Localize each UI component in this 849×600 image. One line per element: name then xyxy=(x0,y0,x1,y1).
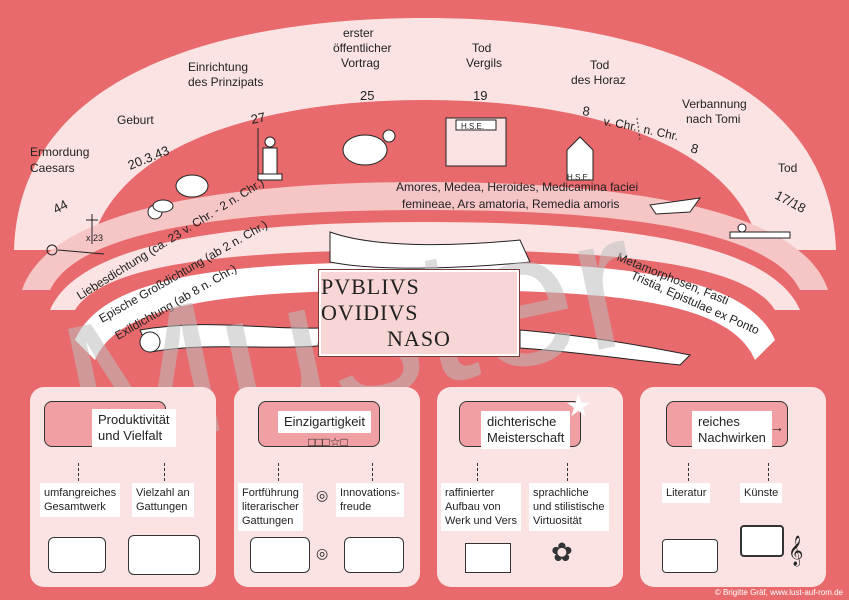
date-8ad: 8 xyxy=(689,140,700,156)
arrow-right-icon: → xyxy=(770,419,784,435)
panel-mastery: ★ dichterische Meisterschaft raffinierte… xyxy=(437,387,623,587)
era-before: v. Chr. xyxy=(602,114,638,134)
svg-text:erster: erster xyxy=(343,26,374,40)
branch-line xyxy=(567,463,568,481)
love-works-1: Amores, Medea, Heroides, Medicamina faci… xyxy=(396,180,638,194)
panel-heading: Produktivität und Vielfalt xyxy=(92,409,176,447)
panel-heading: reiches Nachwirken xyxy=(692,411,772,449)
panel-legacy: reiches Nachwirken → Literatur Künste 𝄞 xyxy=(640,387,826,587)
panel-right-item: sprachliche und stilistische Virtuosität xyxy=(529,483,609,531)
hse-label: H.S.E. xyxy=(461,122,484,131)
boxes-star-icon: □□□☆□ xyxy=(308,435,348,449)
svg-text:des Prinzipats: des Prinzipats xyxy=(188,75,263,89)
flower-icon: ✿ xyxy=(551,537,573,567)
branch-line xyxy=(688,463,689,481)
svg-text:Verbannung: Verbannung xyxy=(682,97,747,111)
tomb-icon: H.S.E. xyxy=(445,117,507,167)
svg-text:Einrichtung: Einrichtung xyxy=(188,60,248,74)
branch-line xyxy=(372,463,373,481)
date-8bc: 8 xyxy=(582,103,591,119)
scroll-roll-icon xyxy=(139,331,161,353)
rings-icon: ◎ xyxy=(316,545,329,561)
panel-left-item: Fortführung literarischer Gattungen xyxy=(238,483,303,531)
event-label-2: Caesars xyxy=(30,161,75,175)
copyright: © Brigitte Gräf, www.lust-auf-rom.de xyxy=(714,588,843,597)
rings-icon: ◎ xyxy=(316,487,329,503)
panel-left-item: umfangreiches Gesamtwerk xyxy=(40,483,121,517)
title-line-1: PVBLIVS OVIDIVS xyxy=(321,274,420,325)
hse-label-2: H.S.E. xyxy=(567,173,590,182)
title-line-2: NASO xyxy=(387,326,451,351)
svg-text:Tod: Tod xyxy=(590,58,609,72)
dagger-caesar-icon: x 23 xyxy=(46,214,105,256)
baby-icon xyxy=(147,199,174,220)
love-works-2: femineae, Ars amatoria, Remedia amoris xyxy=(402,197,619,211)
branch-line xyxy=(477,463,478,481)
title-box: PVBLIVS OVIDIVS NASO xyxy=(318,269,520,357)
picture-frame-icon xyxy=(740,525,784,557)
branch-line xyxy=(278,463,279,481)
svg-text:Tod: Tod xyxy=(472,41,491,55)
event-label: Ermordung xyxy=(30,145,89,159)
svg-text:Vergils: Vergils xyxy=(466,56,502,70)
panel-right-item: Künste xyxy=(740,483,783,503)
band-exile-fill xyxy=(75,262,775,360)
deathbed-icon xyxy=(729,223,791,239)
band-epic-fill xyxy=(50,222,800,310)
panel-left-item: Literatur xyxy=(662,483,711,503)
bricks-icon xyxy=(465,543,511,573)
speech-bubble-icon xyxy=(175,174,209,198)
date-44: 44 xyxy=(50,197,70,217)
x23-label: x 23 xyxy=(86,233,103,243)
speech-bubble-icon xyxy=(342,129,396,166)
scroll-arrow-icon xyxy=(250,537,310,573)
svg-text:Ermordung: Ermordung xyxy=(30,145,89,159)
open-book-icon xyxy=(662,539,718,573)
svg-text:Vortrag: Vortrag xyxy=(341,56,380,70)
pointing-hand-icon xyxy=(649,197,702,215)
panel-uniqueness: Einzigartigkeit □□□☆□ Fortführung litera… xyxy=(234,387,420,587)
augustus-statue-icon xyxy=(257,128,283,181)
panel-right-item: Vielzahl an Gattungen xyxy=(132,483,194,517)
panel-heading: dichterische Meisterschaft xyxy=(481,411,571,449)
broken-columns-icon xyxy=(48,537,106,573)
right-scroll-ribbon xyxy=(519,329,692,366)
branch-line xyxy=(164,463,165,481)
panel-productivity: Produktivität und Vielfalt umfangreiches… xyxy=(30,387,216,587)
folded-scroll-icon xyxy=(344,537,404,573)
timeline-arc xyxy=(14,18,836,250)
svg-text:nach Tomi: nach Tomi xyxy=(686,112,740,126)
svg-text:öffentlicher: öffentlicher xyxy=(333,41,391,55)
date-27: 27 xyxy=(250,109,267,127)
panel-left-item: raffinierter Aufbau von Werk und Vers xyxy=(441,483,521,531)
treble-clef-icon: 𝄞 xyxy=(788,535,804,565)
masks-scroll-icon xyxy=(128,535,200,575)
panel-heading: Einzigartigkeit xyxy=(278,411,371,433)
title-scroll-ribbon xyxy=(329,231,531,269)
branch-line xyxy=(78,463,79,481)
panel-right-item: Innovations- freude xyxy=(336,483,404,517)
svg-text:des Horaz: des Horaz xyxy=(571,73,626,87)
band-love-fill xyxy=(22,182,828,290)
event-label: Geburt xyxy=(117,113,154,127)
date-19: 19 xyxy=(473,88,487,103)
event-labels: Ermordung Caesars Geburt Einrichtung des… xyxy=(30,26,797,175)
date-25: 25 xyxy=(360,88,374,103)
branch-line xyxy=(768,463,769,481)
gravestone-icon: H.S.E. xyxy=(566,136,594,182)
event-label: Tod xyxy=(778,161,797,175)
left-scroll-ribbon xyxy=(139,324,321,353)
